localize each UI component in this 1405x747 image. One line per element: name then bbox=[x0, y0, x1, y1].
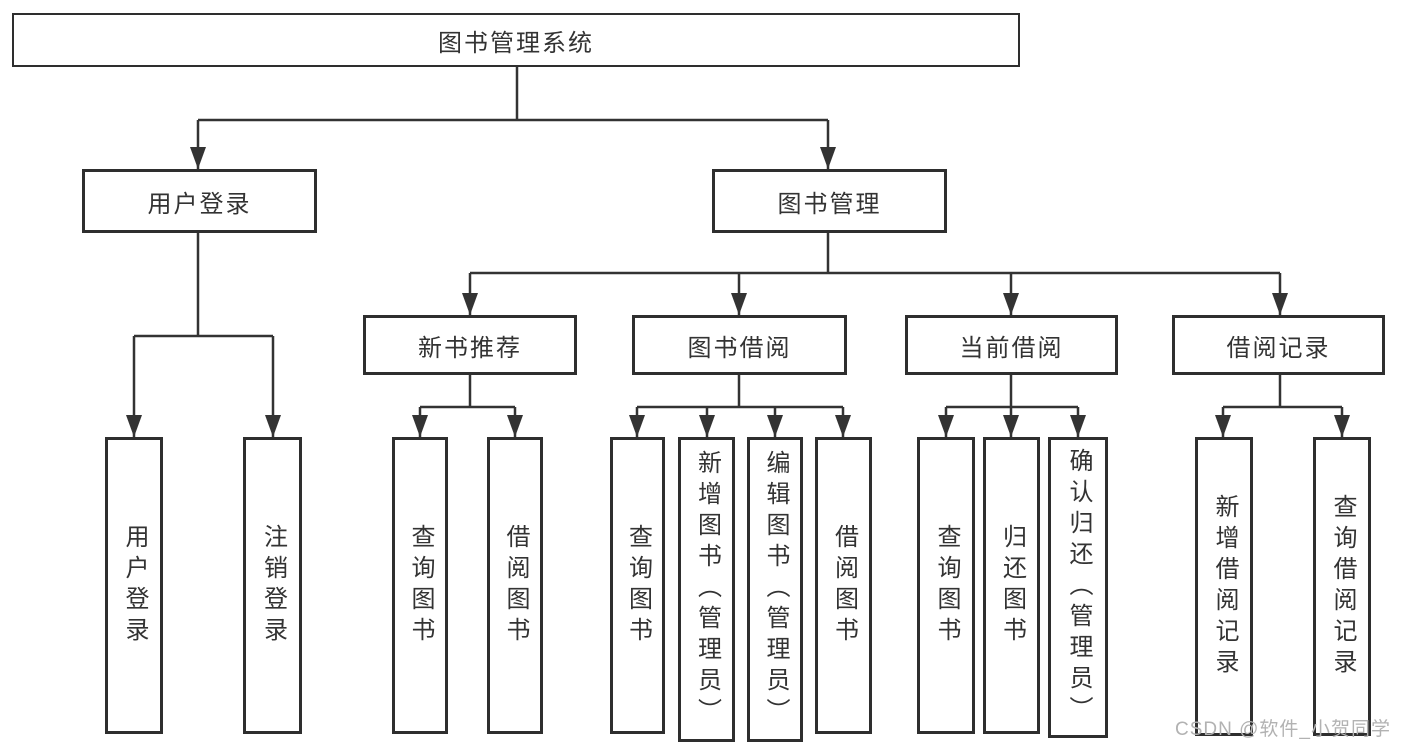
node-label: 借阅记录 bbox=[1226, 334, 1331, 362]
leaf-query-books-2: 查询图书 bbox=[610, 437, 665, 734]
node-label: 借阅图书 bbox=[502, 523, 529, 648]
node-label: 新增借阅记录 bbox=[1211, 493, 1238, 680]
node-label: 用户登录 bbox=[147, 190, 252, 218]
leaf-edit-books-admin: 编辑图书（管理员） bbox=[747, 437, 803, 742]
node-borrowing-records: 借阅记录 bbox=[1172, 315, 1385, 375]
node-book-management: 图书管理 bbox=[712, 169, 947, 233]
node-library-management-system: 图书管理系统 bbox=[12, 13, 1020, 67]
leaf-query-borrow-record: 查询借阅记录 bbox=[1313, 437, 1371, 736]
node-current-borrowing: 当前借阅 bbox=[905, 315, 1118, 375]
node-label: 注销登录 bbox=[259, 523, 287, 648]
leaf-return-books: 归还图书 bbox=[983, 437, 1040, 734]
leaf-logout: 注销登录 bbox=[243, 437, 302, 734]
node-label: 编辑图书（管理员） bbox=[762, 450, 789, 729]
leaf-add-borrow-record: 新增借阅记录 bbox=[1195, 437, 1253, 736]
node-label: 当前借阅 bbox=[959, 334, 1064, 362]
node-label: 归还图书 bbox=[998, 523, 1026, 648]
leaf-query-books-3: 查询图书 bbox=[917, 437, 975, 734]
node-label: 确认归还（管理员） bbox=[1065, 448, 1092, 727]
node-label: 新书推荐 bbox=[418, 334, 522, 362]
node-label: 查询图书 bbox=[407, 523, 434, 648]
leaf-confirm-return-admin: 确认归还（管理员） bbox=[1048, 437, 1108, 738]
node-new-book-recommendation: 新书推荐 bbox=[363, 315, 577, 375]
node-label: 查询图书 bbox=[933, 523, 960, 648]
node-label: 新增图书（管理员） bbox=[693, 450, 721, 729]
node-label: 用户登录 bbox=[121, 523, 148, 648]
arrow-down-icons bbox=[126, 147, 1350, 437]
leaf-add-books-admin: 新增图书（管理员） bbox=[678, 437, 735, 742]
node-label: 图书管理 bbox=[777, 190, 882, 218]
node-label: 查询借阅记录 bbox=[1329, 493, 1356, 680]
node-user-login: 用户登录 bbox=[82, 169, 317, 233]
node-book-borrowing: 图书借阅 bbox=[632, 315, 847, 375]
node-label: 借阅图书 bbox=[830, 523, 858, 648]
node-label: 图书借阅 bbox=[687, 334, 792, 362]
node-label: 图书管理系统 bbox=[438, 29, 594, 57]
leaf-query-books-1: 查询图书 bbox=[392, 437, 448, 734]
leaf-user-login: 用户登录 bbox=[105, 437, 163, 734]
node-label: 查询图书 bbox=[624, 523, 652, 648]
leaf-borrow-books-1: 借阅图书 bbox=[487, 437, 543, 734]
csdn-watermark: CSDN @软件_小贺同学 bbox=[1175, 719, 1391, 740]
leaf-borrow-books-2: 借阅图书 bbox=[815, 437, 872, 734]
